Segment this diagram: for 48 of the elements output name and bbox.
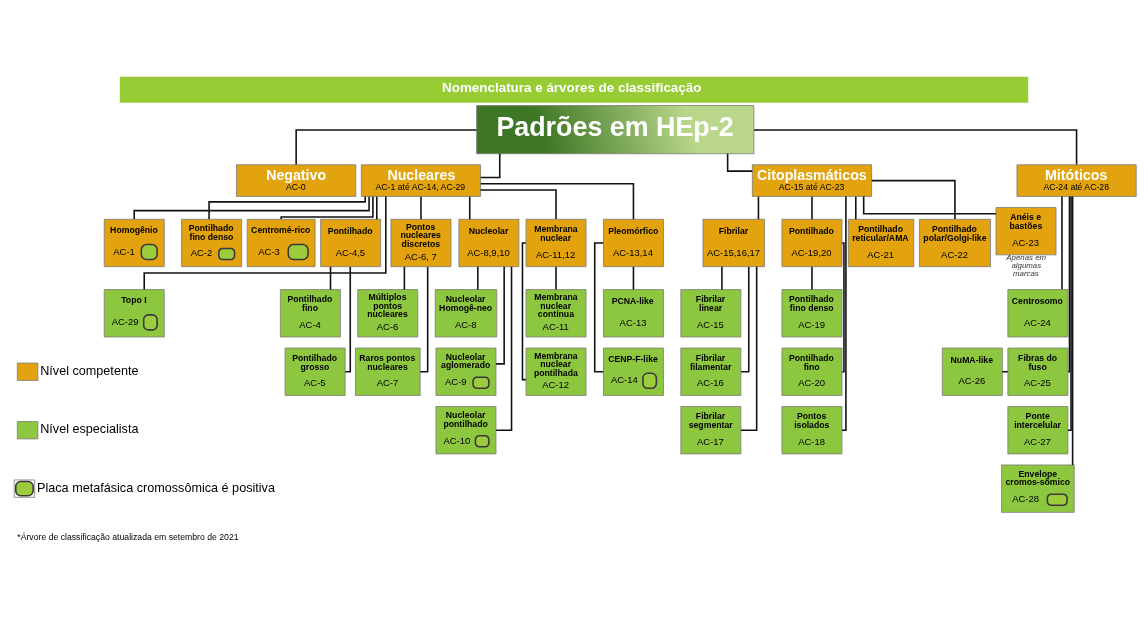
connector <box>344 266 352 373</box>
connector <box>632 266 635 291</box>
legend-label: Placa metafásica cromossômica é positiva <box>37 480 275 495</box>
connector <box>841 242 845 373</box>
connector <box>1067 195 1072 431</box>
node-box: Padrões em HEp-2 <box>476 105 755 155</box>
node-label: Apenas em algumas marcas <box>1006 253 1047 279</box>
connector <box>295 129 478 166</box>
connector <box>403 266 406 291</box>
connector <box>811 266 813 291</box>
connector <box>468 195 471 220</box>
diagram-title: Nomenclatura e árvores de classificação <box>442 80 702 96</box>
connector <box>329 266 332 291</box>
label: *Árvore de classificação atualizada em setembro de 2021 <box>17 531 239 542</box>
node-box: Nucleares AC-1 até AC-14, AC-29 <box>360 164 481 197</box>
connector <box>740 266 750 373</box>
connector <box>855 195 857 220</box>
connector <box>555 266 557 291</box>
connector <box>419 266 429 373</box>
connector <box>133 195 370 220</box>
connector <box>1071 195 1074 466</box>
connector <box>280 195 374 220</box>
connector <box>811 195 813 220</box>
connector <box>479 153 501 179</box>
connector <box>208 195 366 220</box>
connector <box>862 195 997 215</box>
connector <box>477 266 479 291</box>
node-box: Negativo AC-0 <box>236 164 357 197</box>
connector <box>757 195 760 220</box>
connector <box>870 179 956 220</box>
legend-label: Nível especialista <box>40 422 139 437</box>
connector <box>726 152 754 172</box>
connector <box>1061 195 1063 291</box>
connector <box>521 242 527 381</box>
connector <box>479 189 557 220</box>
legend-label: Nível competente <box>40 363 139 378</box>
connector <box>753 129 1078 166</box>
connector <box>495 266 505 365</box>
connector <box>376 195 378 220</box>
connector <box>1067 195 1071 373</box>
node-box: Citoplasmáticos AC-15 até AC-23 <box>751 164 872 197</box>
connector <box>841 195 847 431</box>
connector <box>721 266 723 291</box>
connector <box>593 242 605 373</box>
connector <box>479 182 635 221</box>
node-box: Mitóticos AC-24 até AC-28 <box>1016 164 1137 197</box>
connector <box>1001 370 1009 373</box>
connector <box>420 195 422 220</box>
